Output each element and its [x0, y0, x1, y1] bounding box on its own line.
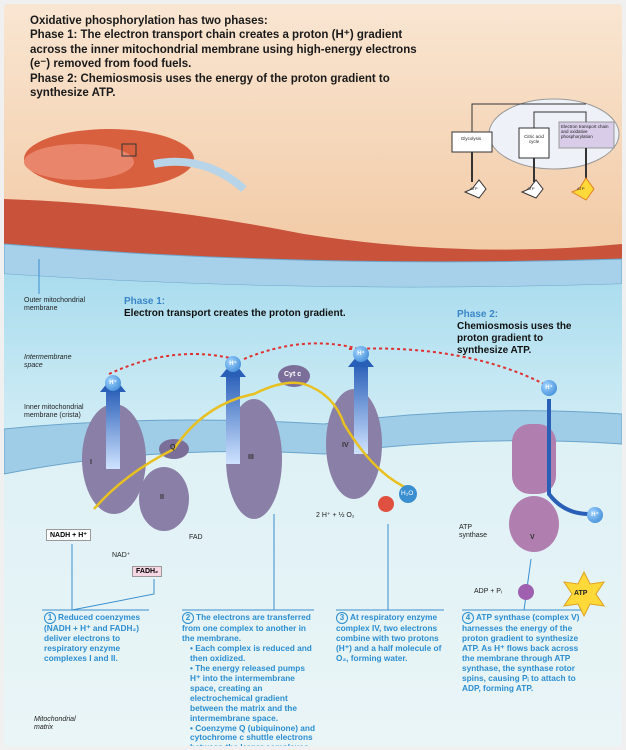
- water-label: H₂O: [401, 490, 414, 497]
- matrix-label: Mitochondrial matrix: [34, 716, 76, 732]
- inset-atp: ATP: [470, 186, 478, 191]
- zoom-arrow: [153, 157, 247, 193]
- complex-IV-label: IV: [342, 442, 349, 449]
- figure-title: Oxidative phosphorylation has two phases…: [30, 14, 430, 100]
- complex-III-label: III: [248, 454, 254, 461]
- fad-label: FAD: [189, 534, 203, 541]
- proton: H⁺: [353, 346, 369, 362]
- complex-V-label: V: [530, 534, 535, 541]
- atp-synthase-label: ATP synthase: [459, 524, 488, 540]
- overview-inset: [451, 98, 620, 201]
- proton-path: [108, 342, 545, 385]
- atp-label: ATP: [574, 590, 588, 597]
- inset-krebs: Citric acid cycle: [524, 134, 544, 145]
- water-reactants-label: 2 H⁺ + ½ O₂: [316, 512, 355, 519]
- inset-glycolysis: Glycolysis: [460, 136, 482, 141]
- inner-membrane-label: Inner mitochondrial membrane (crista): [24, 404, 84, 420]
- electron-path: [93, 381, 410, 510]
- complex-II-shape: [139, 467, 189, 531]
- nad-label: NAD⁺: [112, 552, 131, 559]
- fadh2-label: FADH₂: [132, 566, 163, 577]
- title-line: Oxidative phosphorylation has two phases…: [30, 15, 268, 27]
- title-phase2: Phase 2: Chemiosmosis uses the energy of…: [30, 72, 390, 99]
- cytochrome-c-label: Cyt c: [284, 371, 302, 378]
- proton: H⁺: [587, 507, 603, 523]
- proton: H⁺: [105, 375, 121, 391]
- complex-I-label: I: [90, 459, 92, 466]
- atp-synthase-head: [509, 496, 559, 552]
- complex-II-label: II: [160, 494, 164, 501]
- diagram-graphics: [4, 4, 622, 746]
- coenzyme-q-label: Q: [170, 444, 176, 451]
- inset-etc: Electron transport chain and oxidative p…: [561, 124, 609, 140]
- atp-starburst: [562, 570, 606, 618]
- cytochrome-c-shape: [278, 365, 310, 387]
- phase2-label: Phase 2:Chemiosmosis uses the proton gra…: [457, 309, 572, 356]
- phase1-label: Phase 1:Electron transport creates the p…: [124, 296, 346, 319]
- oxidative-phosphorylation-figure: Oxidative phosphorylation has two phases…: [4, 4, 622, 746]
- outer-membrane-label: Outer mitochondrial membrane: [24, 297, 86, 313]
- inset-atp: ATP: [577, 186, 585, 191]
- nadh-label: NADH + H⁺: [46, 529, 91, 541]
- atp-synthase-rotor: [512, 424, 556, 494]
- proton: H⁺: [541, 380, 557, 396]
- step-2-bullet: Each complex is reduced and then oxidize…: [190, 643, 317, 664]
- step-2-bullet: Coenzyme Q (ubiquinone) and cytochrome c…: [190, 723, 317, 746]
- inner-membrane: [4, 410, 622, 475]
- step-2-bullet: The energy released pumps H⁺ into the in…: [190, 663, 317, 724]
- adp-pi-label: ADP + Pᵢ: [474, 588, 503, 595]
- proton: H⁺: [225, 356, 241, 372]
- inset-atp: ATP: [527, 186, 535, 191]
- intermembrane-label: Intermembrane space: [24, 354, 72, 370]
- title-phase1: Phase 1: The electron transport chain cr…: [30, 29, 417, 71]
